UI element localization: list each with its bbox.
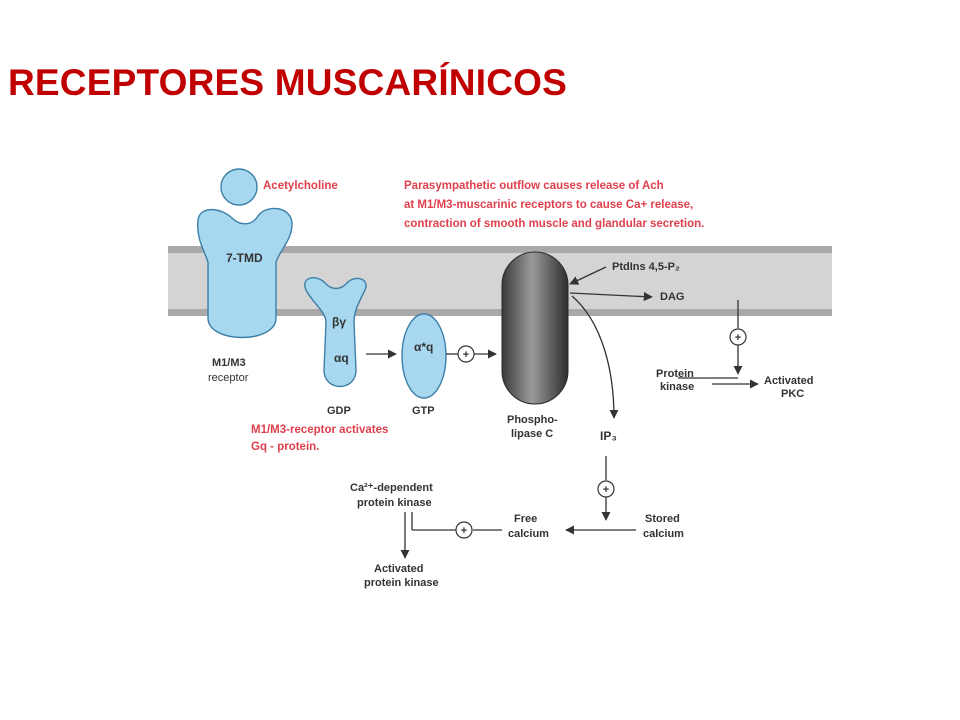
stored-calcium-label-1: Stored (645, 513, 680, 525)
slide-title: RECEPTORES MUSCARÍNICOS (8, 62, 567, 103)
note-gq-line-2: Gq - protein. (251, 441, 319, 453)
acetylcholine-label: Acetylcholine (263, 180, 338, 192)
ptdins-label: PtdIns 4,5-P₂ (612, 261, 680, 273)
gprotein-aq-label: αq (334, 351, 349, 365)
phospholipase-c (501, 251, 569, 405)
activated-pkc-label-1: Activated (764, 375, 814, 387)
gdp-label: GDP (327, 405, 351, 417)
receptor-sub-label: receptor (208, 372, 249, 384)
gtp-label: GTP (412, 405, 435, 417)
ca-kinase-label-1: Ca²⁺-dependent (350, 482, 433, 494)
phospholipase-label-1: Phospho- (507, 414, 558, 426)
gq-protein-inactive (304, 277, 367, 387)
receptor-body-label: 7-TMD (226, 251, 263, 265)
alpha-q-active (401, 313, 447, 399)
plus-node-gq-label: + (463, 349, 469, 361)
activated-pk-label-1: Activated (374, 563, 424, 575)
protein-kinase-label-1: Protein (656, 368, 694, 380)
free-calcium-label-2: calcium (508, 528, 549, 540)
note-top-line-2: at M1/M3-muscarinic receptors to cause C… (404, 199, 693, 211)
dag-label: DAG (660, 291, 684, 303)
activated-pkc-label-2: PKC (781, 388, 804, 400)
m1m3-receptor-shape (196, 207, 293, 339)
gprotein-by-label: βγ (332, 315, 346, 329)
note-top-line-1: Parasympathetic outflow causes release o… (404, 180, 664, 192)
plus-node-calcium-label: + (461, 525, 467, 537)
phospholipase-label-2: lipase C (511, 428, 553, 440)
acetylcholine-ligand (220, 168, 258, 206)
note-gq-line-1: M1/M3-receptor activates (251, 424, 388, 436)
cell-membrane (168, 246, 832, 316)
ip3-label: IP₃ (600, 429, 617, 443)
stored-calcium-label-2: calcium (643, 528, 684, 540)
gprotein-aq-active-label: α*q (414, 340, 433, 354)
protein-kinase-label-2: kinase (660, 381, 694, 393)
plus-node-dag-label: + (735, 332, 741, 344)
note-top-line-3: contraction of smooth muscle and glandul… (404, 218, 704, 230)
free-calcium-label-1: Free (514, 513, 537, 525)
ca-kinase-label-2: protein kinase (357, 497, 432, 509)
activated-pk-label-2: protein kinase (364, 577, 439, 589)
receptor-name-label: M1/M3 (212, 357, 246, 369)
plus-node-ip3-label: + (603, 484, 609, 496)
